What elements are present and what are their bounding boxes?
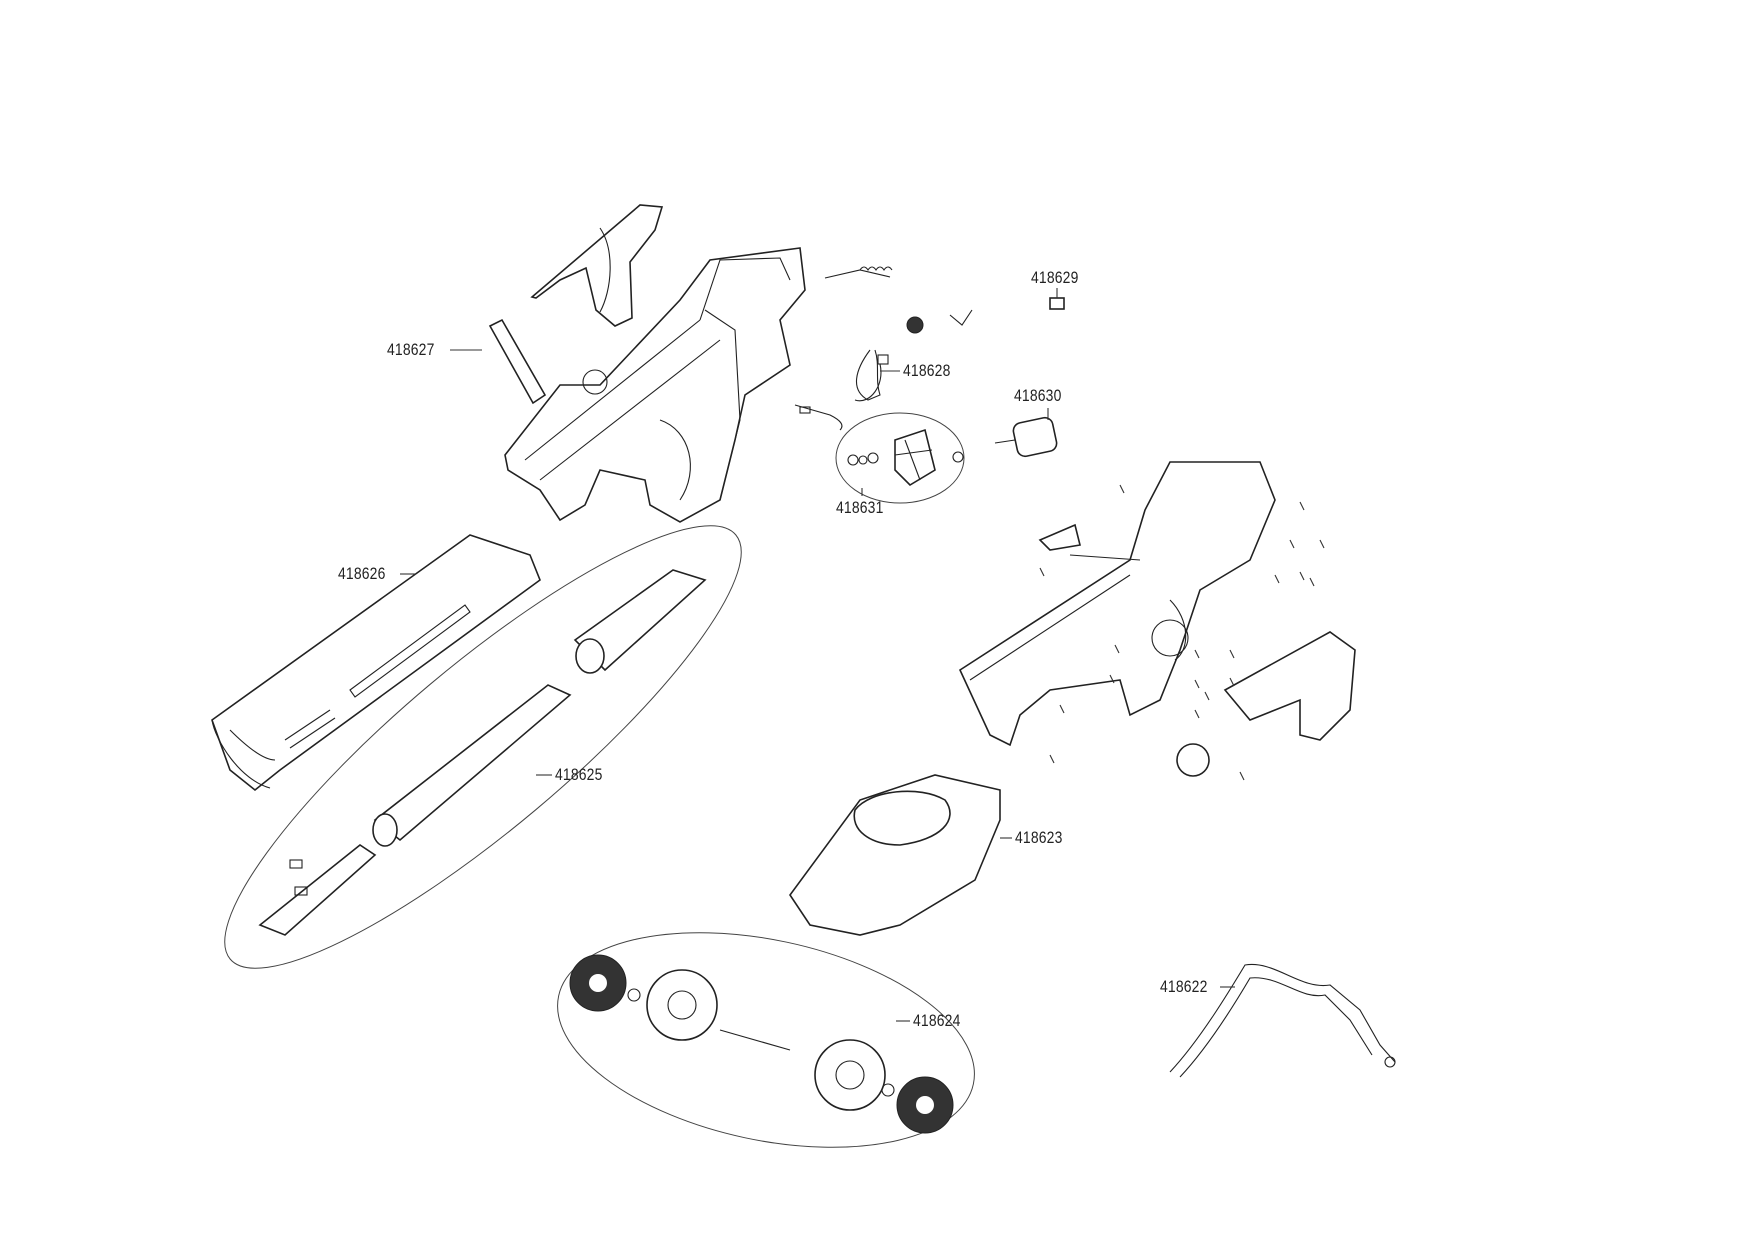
part-label-418622: 418622 [1160,977,1208,996]
switch-418629 [1049,297,1065,310]
part-label-418623: 418623 [1015,828,1063,847]
part-label-418630: 418630 [1014,386,1062,405]
clip-part [949,309,973,326]
motor-418630 [994,416,1058,458]
handle-cover-part [530,204,664,327]
wheel-kit-418624 [569,954,954,1134]
main-housing-left-part [504,247,806,523]
part-label-418624: 418624 [913,1011,961,1030]
part-label-418626: 418626 [338,564,386,583]
bearing-part [906,316,924,334]
part-label-418629: 418629 [1031,268,1079,287]
screws [1039,484,1325,781]
part-label-418628: 418628 [903,361,951,380]
spring-part [824,266,893,279]
group-outline-418625 [224,525,742,969]
main-housing-right-part [958,461,1356,777]
part-label-418631: 418631 [836,498,884,517]
blower-tube-418626 [211,534,541,792]
fan-418631 [847,428,964,487]
handle-rod-418627 [488,318,547,405]
nozzle-418623 [789,774,1001,936]
group-outline-418631 [835,412,965,504]
tube-set-418625 [258,569,707,936]
group-outline-418624 [557,932,975,1148]
part-label-418627: 418627 [387,340,435,359]
part-label-418625: 418625 [555,765,603,784]
shoulder-strap-418622 [1169,963,1396,1078]
wiring-418628 [794,349,889,431]
